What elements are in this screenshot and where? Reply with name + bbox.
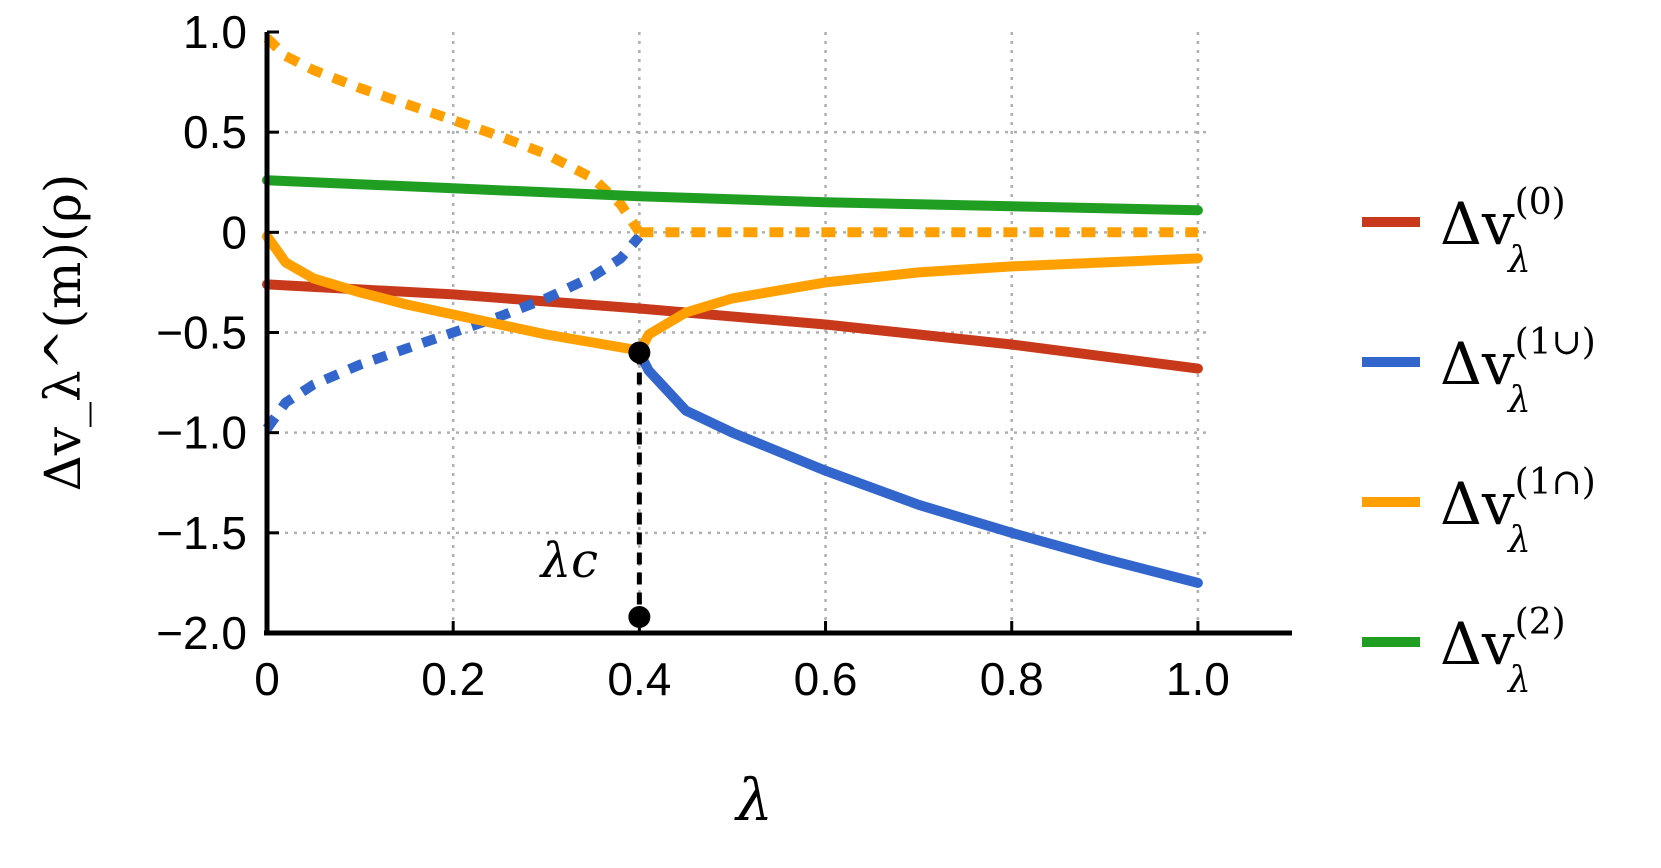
series-line — [634, 347, 1203, 588]
axes — [264, 32, 1292, 636]
x-tick-label: 0.2 — [421, 653, 485, 705]
critical-point: λc — [539, 341, 651, 628]
y-tick-label: 0 — [221, 206, 247, 258]
legend: Δv(0)λΔv(1∪)λΔv(1∩)λΔv(2)λ — [1362, 182, 1596, 701]
plot-series — [262, 34, 1203, 588]
critical-label: λc — [539, 533, 598, 589]
y-tick-label: −1.0 — [156, 407, 247, 459]
y-axis-ticks: 1.0 0.5 0 −0.5 −1.0 −1.5 −2.0 — [156, 6, 279, 659]
x-tick-label: 1.0 — [1166, 653, 1230, 705]
x-tick-label: 0.4 — [607, 653, 671, 705]
y-tick-label: −0.5 — [156, 307, 247, 359]
series-line — [262, 279, 1203, 374]
x-tick-label: 0 — [254, 653, 280, 705]
critical-axis-marker — [628, 606, 651, 628]
y-tick-label: 1.0 — [183, 6, 247, 58]
series-line — [634, 253, 1203, 358]
legend-label: Δv(0)λ — [1440, 182, 1566, 281]
legend-label: Δv(1∩)λ — [1440, 462, 1596, 561]
y-tick-label: 0.5 — [183, 106, 247, 158]
series-line — [262, 231, 645, 356]
legend-label: Δv(1∪)λ — [1440, 322, 1596, 421]
y-tick-label: −1.5 — [156, 507, 247, 559]
legend-label: Δv(2)λ — [1440, 602, 1566, 701]
grid — [267, 32, 1212, 633]
series-line — [262, 175, 1203, 216]
critical-point-marker — [628, 341, 651, 364]
y-tick-label: −2.0 — [156, 607, 247, 659]
x-axis-ticks: 0 0.2 0.4 0.6 0.8 1.0 — [254, 621, 1230, 705]
y-axis-label: Δv_λ^(m)(ρ) — [34, 174, 92, 492]
series-line — [263, 34, 644, 236]
x-tick-label: 0.8 — [980, 653, 1044, 705]
series-line — [262, 233, 644, 432]
x-axis-label: λ — [734, 766, 773, 834]
x-tick-label: 0.6 — [794, 653, 858, 705]
